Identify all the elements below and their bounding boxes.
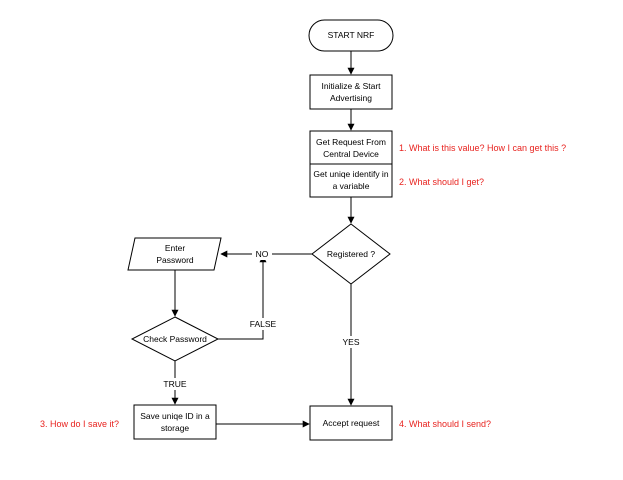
annotation-q3: 3. How do I save it? [40,419,119,429]
accept-request-label: Accept request [323,418,380,428]
enter-password-node: Enter Password [127,237,222,271]
check-password-label: Check Password [143,334,207,344]
true-label-bg [160,378,190,390]
registered-decision: Registered ? [311,223,391,285]
yes-label-bg [340,336,362,348]
save-id-label-line1: Save uniqe ID in a [140,411,210,421]
edge-label-yes: YES [342,337,359,347]
get-request-label-line1: Get Request From [316,137,386,147]
registered-label: Registered ? [327,249,375,259]
save-id-node: Save uniqe ID in a storage [133,404,217,440]
check-password-decision: Check Password [130,316,220,362]
save-id-label-line2: storage [161,423,190,433]
initialize-node: Initialize & Start Advertising [309,74,393,110]
initialize-label-line1: Initialize & Start [321,81,381,91]
edge-label-true: TRUE [163,379,186,389]
get-request-label-line2: Central Device [323,149,379,159]
initialize-label-line2: Advertising [330,93,372,103]
start-label: START NRF [328,30,375,40]
false-label-bg [249,318,277,330]
accept-request-node: Accept request [309,405,393,441]
enter-password-label-line1: Enter [165,243,185,253]
annotation-q4: 4. What should I send? [399,419,491,429]
edge-check-false-loop [218,255,267,340]
get-uniqe-label-line1: Get uniqe identify in [313,169,388,179]
annotation-q1: 1. What is this value? How I can get thi… [399,143,566,153]
get-request-node: Get Request From Central Device Get uniq… [309,130,393,198]
no-label-bg [252,248,272,260]
edge-label-no: NO [256,249,269,259]
annotation-q2: 2. What should I get? [399,177,484,187]
enter-password-label-line2: Password [156,255,194,265]
get-uniqe-label-line2: a variable [333,181,370,191]
edge-label-false: FALSE [250,319,277,329]
start-node: START NRF [308,19,394,52]
